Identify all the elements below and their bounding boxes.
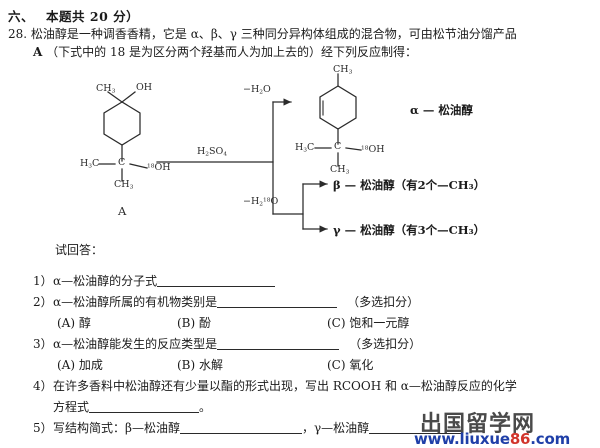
section-header-score: 本题共 20 分） <box>46 9 140 24</box>
reactant-central-carbon: C <box>118 157 126 168</box>
loss-water-top: −H2O <box>243 84 271 96</box>
question-28-stem-line1: . 松油醇是一种调香香精，它是 α、β、γ 三种同分异构体组成的混合物，可由松节… <box>23 27 517 41</box>
reactant-ch3-top: CH3 <box>96 83 116 95</box>
reactant-a-reference: A <box>33 45 43 59</box>
watermark-url-prefix: www.liuxue <box>414 430 510 448</box>
try-answer-prompt: 试回答： <box>55 243 104 257</box>
question-28-stem-line2: A （下式中的 18 是为区分两个羟基而人为加上去的）经下列反应制得： <box>33 44 593 61</box>
sub-question-5-text2: γ—松油醇 <box>313 421 370 435</box>
sub-question-3-text: α—松油醇能发生的反应类型是 <box>53 337 218 351</box>
product-beta-name: β — 松油醇（有2个—CH₃） <box>333 178 486 192</box>
section-header-label: 六、 <box>8 9 35 24</box>
product-alpha-oh18: 18OH <box>361 144 385 155</box>
option-2-b[interactable]: (B) 酚 <box>177 316 211 330</box>
sub-question-4-line2: 方程式 。 <box>33 398 593 419</box>
product-alpha-name: α — 松油醇 <box>410 103 473 117</box>
product-alpha-ch3-top: CH3 <box>333 64 353 76</box>
product-gamma-name: γ — 松油醇（有3个—CH₃） <box>333 223 486 237</box>
sub-question-4-period: 。 <box>199 400 212 414</box>
sub-question-2-number: 2） <box>33 295 53 309</box>
sub-question-4-number: 4） <box>33 379 53 393</box>
sub-question-1-number: 1） <box>33 274 53 288</box>
sub-question-1: 1）α—松油醇的分子式 <box>33 272 593 293</box>
question-28-stem-line2-text: （下式中的 18 是为区分两个羟基而人为加上去的）经下列反应制得： <box>46 45 418 59</box>
watermark-site-name: 出国留学网 <box>420 412 536 437</box>
watermark-url-accent: 86 <box>509 430 531 448</box>
watermark-url-suffix: .com <box>530 430 571 448</box>
sub-question-1-text: α—松油醇的分子式 <box>53 274 158 288</box>
sub-question-2-text: α—松油醇所属的有机物类别是 <box>53 295 218 309</box>
reactant-h3c-left: H3C <box>80 158 100 170</box>
sub-question-5: 5）写结构简式：β—松油醇 ，γ—松油醇 <box>33 419 593 440</box>
option-2-a[interactable]: (A) 醇 <box>57 316 91 330</box>
reactant-a-label: A <box>118 204 127 218</box>
sub-question-list: 1）α—松油醇的分子式 2）α—松油醇所属的有机物类别是 （多选扣分） (A) 醇… <box>33 272 593 440</box>
sub-question-2-options: (A) 醇 (B) 酚 (C) 饱和一元醇 <box>33 314 593 335</box>
sub-question-2: 2）α—松油醇所属的有机物类别是 （多选扣分） <box>33 293 593 314</box>
question-28-number: 28 <box>8 27 24 41</box>
option-3-c[interactable]: (C) 氧化 <box>327 358 374 372</box>
product-alpha-central-carbon: C <box>334 141 342 152</box>
answer-blank-2[interactable] <box>217 294 338 308</box>
sub-question-5-number: 5） <box>33 421 53 435</box>
sub-question-5-text: 写结构简式：β—松油醇 <box>53 421 180 435</box>
reaction-scheme: CH3 OH H3C C 18OH CH3 A H2SO4 −H2O −H218… <box>80 64 565 237</box>
scheme-lines <box>98 73 362 233</box>
sub-question-4-text-line2: 方程式 <box>53 400 90 414</box>
answer-blank-5-beta[interactable] <box>179 420 302 434</box>
watermark: 出国留学网 www.liuxue86.com <box>414 406 594 448</box>
loss-water-18-bottom: −H218O <box>243 196 279 208</box>
answer-blank-5-gamma[interactable] <box>369 420 462 434</box>
sub-question-4: 4）在许多香料中松油醇还有少量以酯的形式出现，写出 RCOOH 和 α—松油醇反… <box>33 377 593 398</box>
reactant-ch3-bottom: CH3 <box>114 179 134 191</box>
watermark-url: www.liuxue86.com <box>414 430 570 448</box>
product-alpha-h3c-left: H3C <box>295 142 315 154</box>
reagent-h2so4: H2SO4 <box>197 146 228 158</box>
sub-question-2-note: （多选扣分） <box>347 295 420 309</box>
sub-question-3: 3）α—松油醇能发生的反应类型是 （多选扣分） <box>33 335 593 356</box>
sub-question-3-note: （多选扣分） <box>349 337 422 351</box>
option-3-a[interactable]: (A) 加成 <box>57 358 103 372</box>
sub-question-5-separator: ， <box>301 421 314 435</box>
option-2-c[interactable]: (C) 饱和一元醇 <box>327 316 410 330</box>
product-alpha-ch3-bottom: CH3 <box>330 164 350 176</box>
answer-blank-4[interactable] <box>89 399 200 413</box>
option-3-b[interactable]: (B) 水解 <box>177 358 223 372</box>
sub-question-4-text: 在许多香料中松油醇还有少量以酯的形式出现，写出 RCOOH 和 α—松油醇反应的… <box>53 379 517 393</box>
question-28-stem: 28. 松油醇是一种调香香精，它是 α、β、γ 三种同分异构体组成的混合物，可由… <box>8 26 596 43</box>
sub-question-3-number: 3） <box>33 337 53 351</box>
reactant-oh18-right: 18OH <box>147 162 171 173</box>
section-header: 六、本题共 20 分） <box>8 6 139 25</box>
reactant-oh-top: OH <box>136 82 153 93</box>
answer-blank-3[interactable] <box>217 336 340 350</box>
answer-blank-1[interactable] <box>157 273 276 287</box>
sub-question-3-options: (A) 加成 (B) 水解 (C) 氧化 <box>33 356 593 377</box>
